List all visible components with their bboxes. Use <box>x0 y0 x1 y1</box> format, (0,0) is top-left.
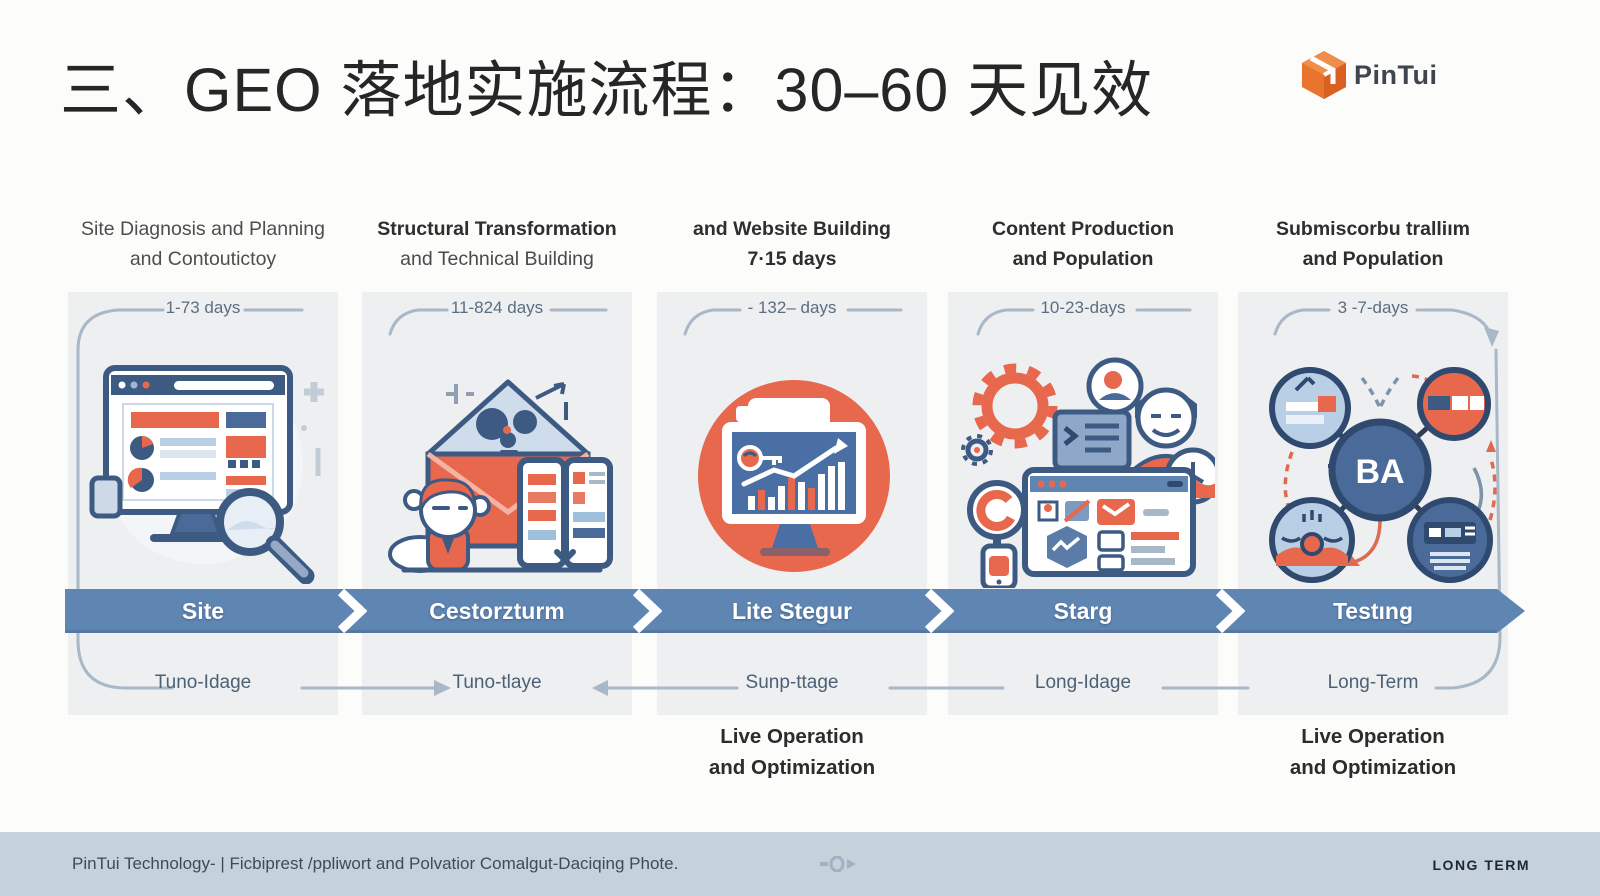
footer-long-term: LONG TERM <box>1432 857 1530 873</box>
column-header-3: and Website Building 7·15 days <box>693 218 891 270</box>
chevron-right-icon <box>632 589 662 633</box>
browser-window-icon <box>1022 467 1196 577</box>
plus-decoration-icon <box>446 384 474 404</box>
days-label-4: 10-23-days <box>1040 298 1126 317</box>
note-live-operation-5: Live Operation and Optimization <box>1289 725 1457 779</box>
days-label-1: 1-73 days <box>165 298 241 317</box>
sublabel-1: Tuno-Idage <box>154 672 252 693</box>
toggle-node-icon <box>1417 367 1491 441</box>
sublabel-4: Long-Idage <box>1034 672 1132 693</box>
process-banner: Site Cestorzturm Lite Stegur Starg Testı… <box>65 589 1525 633</box>
column-header-2: Structural Transformation and Technical … <box>377 218 617 270</box>
growth-chart-illustration <box>698 380 890 572</box>
sublabel-2: Tuno-tlaye <box>452 672 542 693</box>
days-label-3: - 132– days <box>747 298 837 317</box>
code-panel-icon <box>1052 409 1132 471</box>
content-production-illustration <box>961 357 1215 588</box>
site-diagnosis-illustration <box>89 364 324 584</box>
phone-icon <box>980 543 1018 588</box>
stage-testing: Testıng <box>1332 598 1414 624</box>
footer-bar: PinTui Technology- | Ficbiprest /ppliwor… <box>0 832 1600 896</box>
cube-icon <box>1302 51 1346 99</box>
days-label-2: 11-824 days <box>450 298 544 317</box>
report-node-icon <box>1269 367 1351 449</box>
stage-4: Starg <box>1053 598 1113 624</box>
open-book-icon <box>517 457 613 569</box>
plus-decoration-icon <box>304 382 324 402</box>
chevron-right-icon <box>924 589 954 633</box>
stage-2: Cestorzturm <box>429 598 565 624</box>
column-header-1: Site Diagnosis and Planning and Contouti… <box>81 218 325 270</box>
magnifier-icon <box>967 480 1027 547</box>
arrow-decoration-icon <box>535 382 568 420</box>
logo-text: PinTui <box>1354 59 1438 90</box>
pintui-logo: PinTui <box>1301 50 1438 100</box>
days-label-5: 3 -7-days <box>1337 298 1409 317</box>
footer-credit: PinTui Technology- | Ficbiprest /ppliwor… <box>72 854 679 873</box>
testing-network-illustration: BA <box>1269 367 1497 583</box>
chevron-right-icon <box>1215 589 1245 633</box>
small-gear-icon <box>961 434 993 466</box>
avatar-icon <box>1086 357 1144 415</box>
stage-3: Lite Stegur <box>731 598 853 624</box>
gear-icon <box>972 363 1058 449</box>
key-icon <box>737 445 782 471</box>
alert-node-icon <box>1269 497 1355 583</box>
bar-chart-icon <box>748 462 845 510</box>
hub-node-icon: BA <box>1328 418 1432 522</box>
magnifier-icon <box>216 488 315 584</box>
column-header-4: Content Production and Population <box>992 218 1174 270</box>
sublabel-5: Long-Term <box>1327 672 1419 693</box>
page-title: 三、GEO 落地实施流程：30–60 天见效 <box>60 56 1154 124</box>
monitor-icon <box>722 422 866 524</box>
column-header-5: Submiscorbu tralliım and Population <box>1276 218 1470 270</box>
footer-ornament-icon <box>820 856 856 872</box>
sublabel-3: Sunp-ttage <box>745 672 839 693</box>
chevron-right-icon <box>337 589 367 633</box>
stage-site: Site <box>181 598 225 624</box>
server-node-icon <box>1407 497 1493 583</box>
note-live-operation-3: Live Operation and Optimization <box>708 725 876 779</box>
structural-transformation-illustration <box>388 379 613 573</box>
hub-label: BA <box>1355 453 1404 491</box>
